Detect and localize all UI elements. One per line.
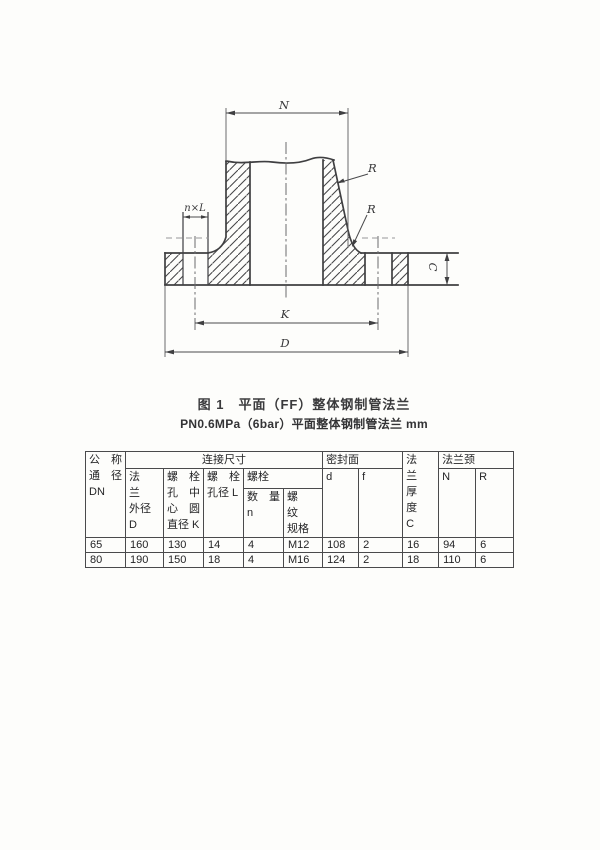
th-flange-thickness: 法 兰 厚 度 C (402, 451, 440, 538)
figure-caption: 图 1 平面（FF）整体钢制管法兰 (197, 397, 411, 412)
th-bolt-thread: 螺 纹 规格 (282, 488, 324, 538)
dim-label-k: K (280, 307, 291, 321)
table-cell: 2 (358, 552, 404, 568)
table-cell: 14 (203, 537, 244, 553)
table-header-row: 法 兰 外径 D 螺 栓 孔 中 心 圆 直径 K 螺 栓 孔径 L 螺栓 d … (86, 468, 515, 538)
th-nominal-diameter: 公 称 通 径 DN (85, 451, 126, 538)
th-bolt-hole-dia: 螺 栓 孔径 L (203, 468, 244, 538)
table-cell: 6 (475, 552, 515, 568)
th-seal-face: 密封面 (322, 451, 404, 469)
th-neck-n: N (438, 468, 477, 538)
extension-lines (164, 108, 409, 357)
th-neck-r: R (475, 468, 515, 538)
table-header-row: 公 称 通 径 DN 连接尺寸 密封面 法 兰 厚 度 C 法兰颈 (85, 451, 515, 538)
dim-label-r-upper: R (367, 161, 377, 175)
th-bolt-qty: 数 量 n (243, 488, 284, 538)
flange-drawing-area: N n×L K D R R C (150, 95, 465, 360)
th-bolt: 螺栓 (242, 468, 324, 489)
section-hatching (165, 160, 408, 285)
table-cell: 150 (163, 552, 204, 568)
dim-label-n-neck: N (278, 98, 290, 112)
table-cell: 108 (322, 537, 360, 553)
th-bolt-circle: 螺 栓 孔 中 心 圆 直径 K (163, 468, 204, 538)
table-cell: 16 (402, 537, 440, 553)
th-seal-f: f (358, 468, 404, 538)
table-cell: 4 (243, 552, 284, 568)
flange-drawing: N n×L K D R R C (164, 98, 459, 357)
table-cell: 130 (163, 537, 204, 553)
table-cell: 2 (358, 537, 404, 553)
table-cell: 190 (125, 552, 164, 568)
table-cell: M16 (282, 552, 324, 568)
th-seal-d: d (322, 468, 360, 538)
table-cell: 18 (402, 552, 440, 568)
dim-label-r-lower: R (366, 202, 376, 216)
table-cell: 110 (438, 552, 477, 568)
bolt-hole-edges (182, 212, 209, 285)
flange-dimension-table: 公 称 通 径 DN 连接尺寸 密封面 法 兰 厚 度 C 法兰颈 法 兰 外径… (85, 451, 515, 568)
table-cell: 6 (475, 537, 515, 553)
dim-label-c: C (426, 263, 440, 272)
table-cell: 94 (438, 537, 477, 553)
th-flange-od: 法 兰 外径 D (125, 468, 164, 538)
th-connection-dims: 连接尺寸 (124, 451, 324, 469)
table-cell: M12 (282, 537, 324, 553)
table-cell: 65 (85, 537, 126, 553)
dim-label-d: D (279, 336, 289, 350)
table-row: 65 160 130 14 4 M12 108 2 16 94 6 (85, 537, 515, 553)
table-cell: 124 (322, 552, 360, 568)
table-cell: 18 (203, 552, 244, 568)
figure-subcaption: PN0.6MPa（6bar）平面整体钢制管法兰 mm (180, 417, 428, 431)
dim-label-nxl: n×L (184, 203, 206, 214)
center-lines (194, 142, 379, 332)
table-cell: 160 (125, 537, 164, 553)
table-cell: 4 (243, 537, 284, 553)
table-row: 80 190 150 18 4 M16 124 2 18 110 6 (85, 552, 515, 568)
th-flange-neck: 法兰颈 (438, 451, 515, 469)
dimension-lines (165, 112, 448, 353)
arrowheads (165, 110, 450, 355)
table-cell: 80 (85, 552, 126, 568)
